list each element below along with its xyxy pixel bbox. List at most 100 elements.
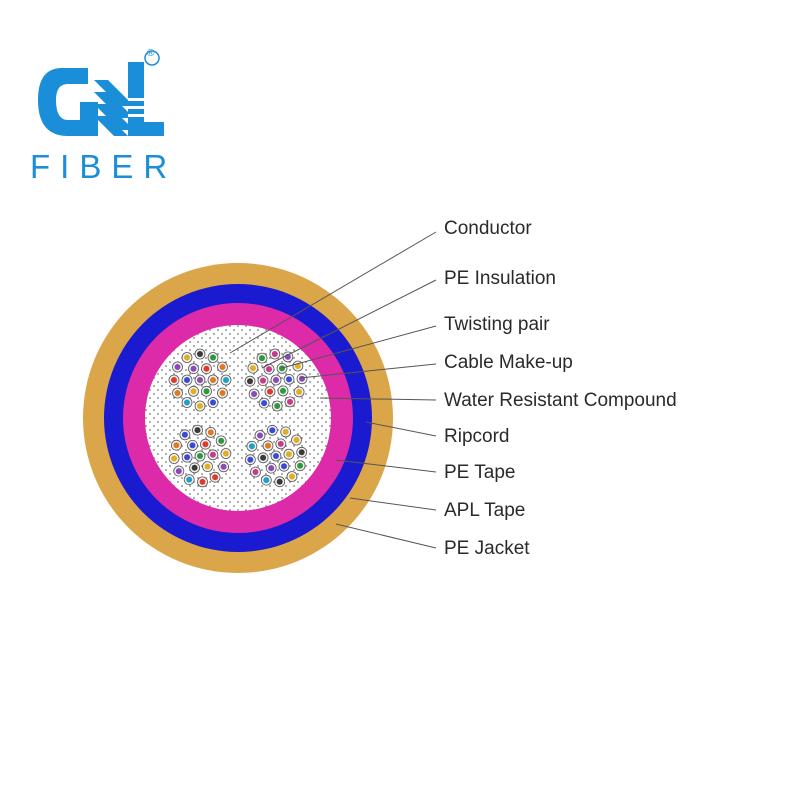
conductor — [199, 478, 206, 485]
conductor — [281, 463, 287, 470]
conductor — [287, 398, 293, 405]
conductor — [266, 366, 272, 373]
conductor — [222, 450, 229, 457]
conductor — [197, 403, 203, 409]
conductor — [171, 377, 177, 383]
conductor — [299, 375, 305, 382]
conductor — [219, 364, 226, 370]
conductor — [210, 399, 216, 406]
conductor — [184, 354, 190, 361]
conductor — [209, 451, 216, 458]
conductor-bundle — [168, 348, 232, 412]
conductor — [285, 451, 292, 458]
leader-apl-tape — [349, 497, 437, 511]
conductor — [269, 427, 276, 434]
conductor — [251, 391, 258, 397]
conductor — [276, 478, 283, 485]
conductor — [277, 440, 284, 447]
conductor — [197, 351, 203, 357]
conductor-bundle — [244, 424, 308, 488]
conductor — [279, 365, 285, 372]
leader-conductor — [229, 231, 437, 354]
conductor — [212, 474, 219, 481]
conductor — [184, 399, 190, 406]
conductor — [248, 443, 255, 450]
leader-cable-makeup — [299, 363, 437, 379]
leader-twisting-pair — [281, 325, 437, 369]
conductor — [265, 442, 271, 449]
label-pe-insulation: PE Insulation — [444, 268, 556, 289]
leader-pe-tape — [335, 459, 437, 473]
conductor — [174, 390, 181, 396]
leader-lines — [229, 231, 437, 549]
conductor — [219, 390, 226, 396]
conductor — [189, 442, 196, 449]
conductor-bundle — [244, 348, 308, 412]
conductor — [203, 365, 210, 372]
label-apl-tape: APL Tape — [444, 500, 526, 521]
conductor — [259, 355, 265, 362]
conductor — [173, 442, 180, 449]
conductor — [273, 453, 279, 459]
conductor — [202, 441, 209, 448]
conductor — [260, 377, 266, 384]
conductor — [267, 388, 273, 395]
water-resistant-compound-core — [145, 325, 331, 511]
conductor — [210, 354, 216, 361]
conductor — [273, 377, 279, 383]
conductor — [210, 377, 216, 383]
label-ripcord: Ripcord — [444, 426, 510, 447]
conductor — [186, 476, 193, 483]
conductor — [218, 437, 225, 444]
conductor — [268, 465, 275, 472]
conductor — [184, 377, 190, 383]
conductor — [190, 388, 197, 395]
label-conductor: Conductor — [444, 218, 532, 239]
conductor — [190, 365, 197, 372]
conductor — [197, 377, 203, 383]
conductor — [298, 449, 305, 456]
conductor — [197, 453, 203, 459]
conductor — [184, 454, 191, 461]
leader-water-resistant — [319, 397, 437, 401]
conductor — [260, 454, 267, 461]
gl-logo-mark-icon — [38, 50, 164, 136]
conductor — [203, 388, 210, 395]
conductor — [220, 463, 227, 470]
conductor-bundle — [168, 424, 232, 488]
conductor — [257, 432, 263, 439]
conductor — [223, 377, 229, 383]
gl-fiber-logo: ® — [28, 40, 188, 190]
conductor — [249, 365, 256, 372]
conductor — [207, 429, 214, 436]
label-water-resistant-compound: Water Resistant Compound — [444, 390, 677, 411]
conductor — [261, 400, 268, 407]
conductor — [171, 455, 178, 462]
conductor — [296, 388, 303, 395]
label-pe-jacket: PE Jacket — [444, 538, 530, 559]
conductor — [174, 364, 181, 370]
registered-mark: ® — [147, 48, 155, 59]
leader-pe-jacket — [335, 523, 437, 549]
conductor — [289, 473, 295, 480]
conductor — [297, 462, 304, 469]
conductor — [181, 431, 188, 438]
conductor — [175, 468, 182, 475]
conductor — [194, 427, 201, 434]
conductor — [293, 437, 300, 443]
conductor — [191, 464, 198, 471]
conductor — [280, 387, 286, 394]
conductor — [271, 351, 278, 357]
conductor — [252, 469, 259, 475]
logo-text: FIBER — [30, 148, 178, 185]
conductor — [263, 477, 270, 484]
leader-pe-insulation — [261, 279, 437, 369]
conductor — [286, 376, 292, 383]
conductor — [247, 378, 253, 385]
label-twisting-pair: Twisting pair — [444, 314, 550, 335]
conductor — [282, 428, 289, 435]
conductor — [274, 403, 281, 409]
label-cable-makeup: Cable Make-up — [444, 352, 573, 373]
cable-makeup-bundles — [168, 348, 308, 488]
